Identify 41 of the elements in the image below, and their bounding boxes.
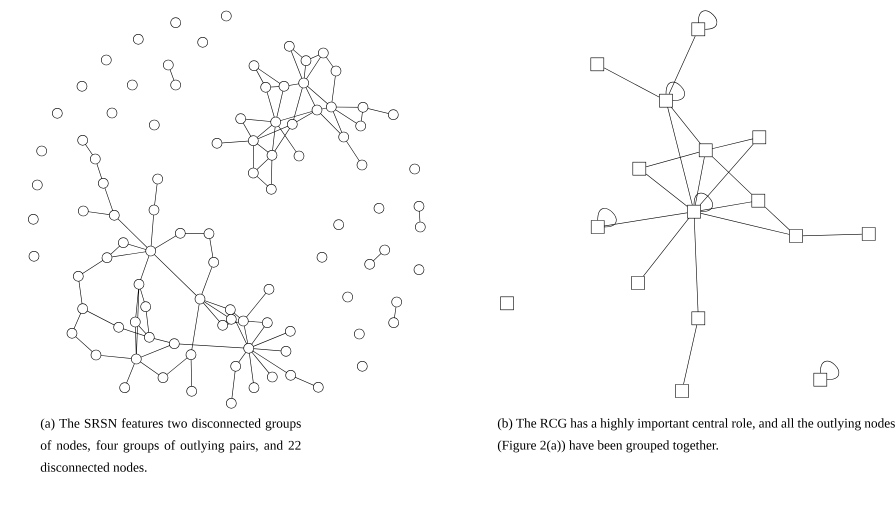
edge-line: [646, 174, 688, 207]
self-loop: [694, 193, 713, 212]
self-loop: [597, 208, 616, 228]
square-node: [590, 58, 604, 72]
square-node: [752, 194, 766, 208]
square-node: [692, 22, 706, 36]
edge-line: [712, 138, 753, 149]
square-node: [590, 220, 604, 234]
edge-line: [700, 144, 754, 206]
edge-line: [604, 68, 660, 98]
square-node: [675, 384, 689, 398]
square-node: [814, 372, 828, 386]
edge-line: [643, 218, 689, 276]
square-node: [632, 162, 646, 176]
edge-line: [671, 107, 701, 144]
square-node: [862, 227, 876, 241]
edge-line: [700, 202, 752, 211]
edge-line: [667, 107, 693, 206]
edge-line: [695, 156, 705, 206]
edge-line: [700, 213, 790, 235]
square-node: [789, 229, 803, 243]
edge-line: [802, 234, 862, 236]
square-node: [659, 94, 673, 108]
square-node: [692, 312, 706, 326]
square-node: [631, 276, 645, 290]
figure-caption: (a) The SRSN features two disconnected groups of nodes, four groups of outlying pairs, and 22 disconnected nodes.: [40, 418, 301, 472]
edge-line: [683, 324, 698, 384]
square-node: [752, 130, 766, 144]
square-node: [500, 296, 514, 310]
edge-line: [694, 218, 698, 312]
edge-line: [668, 36, 696, 94]
self-loop: [820, 361, 839, 380]
square-node: [687, 204, 701, 218]
edge-line: [604, 212, 688, 226]
self-loop: [666, 82, 685, 101]
edge-line: [764, 206, 790, 230]
figure-caption: (b) The RCG has a highly important central role, and all the outlying nodes (Figure 2(a)) have been grouped together.: [498, 418, 895, 452]
square-node: [698, 144, 712, 158]
edge-line: [712, 156, 752, 194]
edge-line: [646, 152, 700, 168]
self-loop: [698, 10, 717, 30]
